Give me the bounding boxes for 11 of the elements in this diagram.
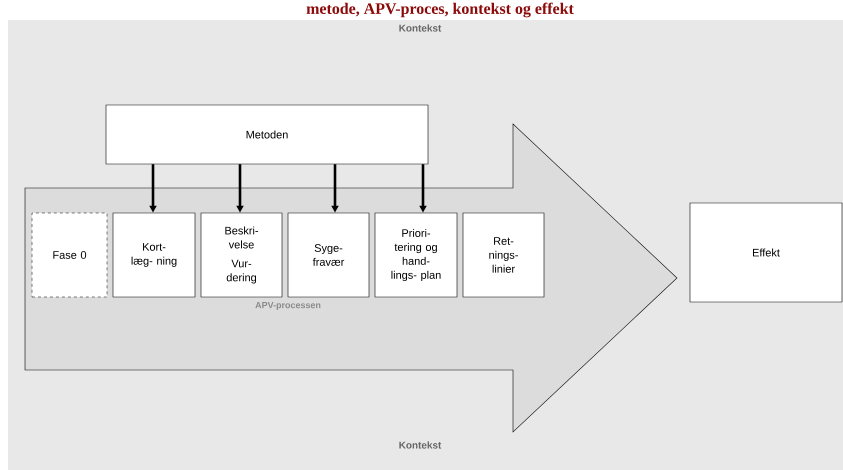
context-label: Kontekst [399,441,442,449]
effect-box: Effekt [690,202,842,302]
process-box: Ret- nings- linier [462,212,544,298]
context-label: Kontekst [399,24,442,32]
process-box: Priori- tering og hand- lings- plan [374,212,458,298]
process-box: Beskri- velse Vur- dering [200,212,282,298]
title: metode, APV-proces, kontekst og effekt [306,2,574,18]
process-box: Kort- læg- ning [112,212,196,298]
process-box: Syge- fravær [288,212,370,298]
process-box: Fase 0 [32,212,108,298]
method-box: Metoden [106,104,428,164]
